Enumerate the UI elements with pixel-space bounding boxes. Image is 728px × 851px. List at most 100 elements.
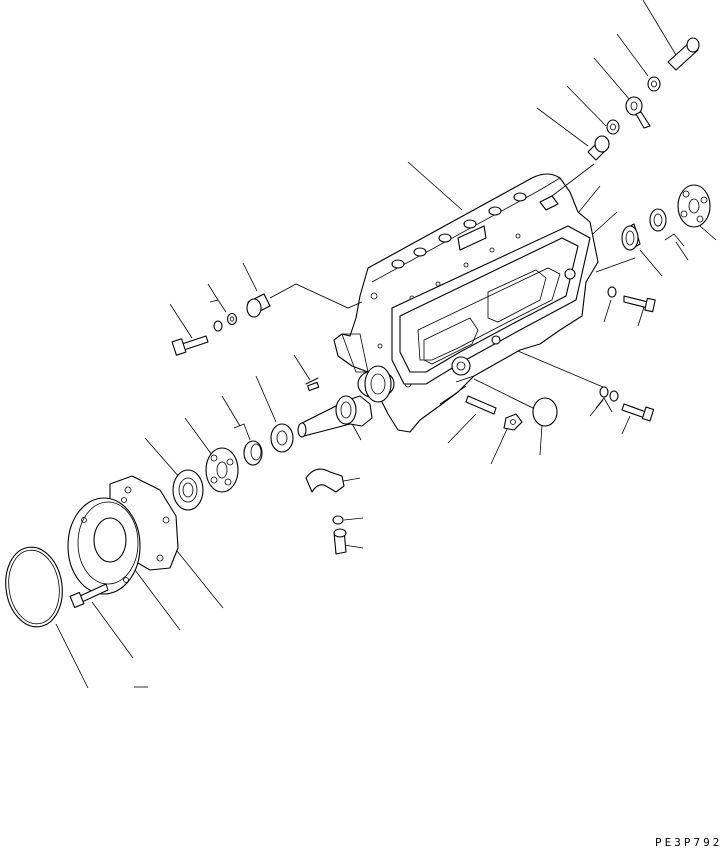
leader-line (603, 299, 612, 323)
bush (270, 423, 294, 453)
camshaft-bearing-inner (370, 373, 386, 395)
flange-hole (162, 516, 170, 524)
camshaft-drive-stack (172, 365, 392, 511)
overflow-valve-head (594, 135, 610, 153)
cover-bolt-head (69, 592, 85, 608)
rear-coupling-stack (621, 184, 711, 251)
leader-line (144, 437, 181, 479)
leader-line (207, 283, 219, 301)
rear-spacer-hole (653, 213, 663, 227)
bolt-hole (370, 292, 378, 300)
coupling-lobe (696, 215, 704, 223)
leader-line (616, 33, 649, 77)
coupling-lobe (210, 454, 218, 462)
rear-coupling-disc (677, 184, 711, 228)
pump-housing (333, 173, 599, 433)
clamp-washer (332, 515, 344, 525)
camshaft-collar (335, 395, 357, 425)
bolt-hole (463, 262, 469, 268)
bolt-head (644, 297, 656, 313)
leader-line (407, 161, 463, 211)
cover-hole (121, 497, 127, 503)
leader-line (447, 413, 477, 444)
washer-hole (651, 80, 657, 88)
stud-bolt (465, 395, 497, 415)
camshaft-end (297, 422, 307, 438)
leader-line (169, 303, 193, 339)
nut (503, 413, 523, 431)
coupling-lobe (226, 458, 234, 466)
leader-line (293, 354, 311, 381)
washer (609, 390, 619, 402)
bolt-head (171, 338, 187, 356)
bush-inner (276, 430, 288, 446)
leader-line (473, 378, 542, 413)
valve-hole (488, 206, 502, 216)
leader-line (566, 85, 607, 127)
ball-bearing-bore (182, 482, 194, 498)
bolt (623, 295, 649, 309)
leader-line (637, 306, 645, 327)
banjo-bolt-head (686, 37, 700, 53)
front-flange (341, 333, 369, 373)
leader-line (184, 417, 213, 456)
housing-port (539, 195, 559, 211)
spacer-ring-inner (250, 443, 262, 461)
bracket-marks (209, 233, 685, 441)
coupling-lobe (680, 210, 688, 218)
drive-cover-rim (77, 501, 139, 585)
bracket-mark (595, 397, 613, 413)
banjo-fitting-stack (551, 37, 700, 197)
leader-lines (55, 0, 717, 689)
coupling-lobe (700, 196, 708, 204)
washer (647, 76, 661, 92)
leader-line (536, 107, 589, 147)
ball-bearing-inner (178, 477, 198, 503)
drive-cover-bore (93, 517, 127, 563)
leader-line (593, 57, 631, 101)
bolt-head (641, 406, 655, 422)
eye-fitting-hole (630, 101, 638, 111)
eye-fitting (625, 96, 643, 116)
camshaft-bearing (364, 365, 392, 403)
washer (606, 119, 620, 135)
drain-plug-inner (456, 361, 466, 371)
woodruff-key (307, 381, 320, 392)
coupling-lobe (210, 476, 218, 484)
drawing-code: PE3P792 (655, 836, 723, 849)
leader-line (490, 426, 509, 465)
side-cover-inner (423, 317, 479, 365)
spacer-ring (243, 440, 263, 466)
valve-hole (391, 259, 405, 269)
o-ring (5, 546, 63, 628)
leader-line (595, 257, 636, 273)
washer-hole (610, 123, 616, 131)
front-cover-stack (5, 475, 179, 628)
rear-spacer (649, 208, 667, 232)
ball-bearing (172, 469, 204, 511)
eye-fitting-stem (635, 111, 651, 129)
washer (599, 386, 609, 398)
drain-plug (451, 356, 471, 376)
housing-port-hole (564, 268, 576, 280)
cover-hole (81, 517, 87, 523)
leader-line (675, 241, 689, 261)
drive-coupling-disc (205, 447, 239, 493)
leader-line (221, 395, 241, 427)
cover-plug (532, 397, 558, 427)
coupling-lobe (224, 478, 232, 486)
leader-line (639, 249, 663, 277)
name-plate (457, 225, 487, 251)
washer-hole (229, 316, 235, 322)
leader-line (91, 601, 134, 659)
pin (305, 377, 319, 385)
clamp-bracket (305, 468, 345, 493)
assembly-line (551, 163, 595, 197)
rear-bearing-face (621, 225, 639, 251)
bracket-mark (209, 299, 227, 313)
valve-hole (438, 233, 452, 243)
cover-hole (123, 577, 129, 583)
hollow-screw-head (246, 298, 262, 318)
washer (607, 286, 617, 298)
